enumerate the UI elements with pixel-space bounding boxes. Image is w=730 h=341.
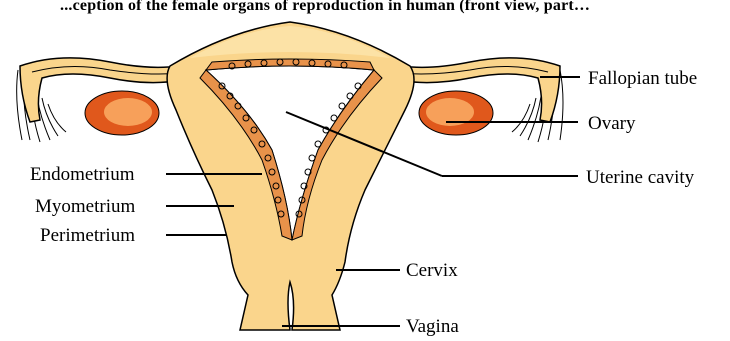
left-ovary-highlight bbox=[104, 98, 152, 126]
label-myometrium: Myometrium bbox=[35, 196, 135, 217]
label-perimetrium: Perimetrium bbox=[40, 225, 135, 246]
label-endometrium: Endometrium bbox=[30, 164, 135, 185]
label-fallopian-tube: Fallopian tube bbox=[588, 68, 697, 89]
label-cervix: Cervix bbox=[406, 260, 458, 281]
label-uterine-cavity: Uterine cavity bbox=[586, 167, 695, 188]
label-ovary: Ovary bbox=[588, 113, 636, 134]
label-vagina: Vagina bbox=[406, 316, 459, 337]
